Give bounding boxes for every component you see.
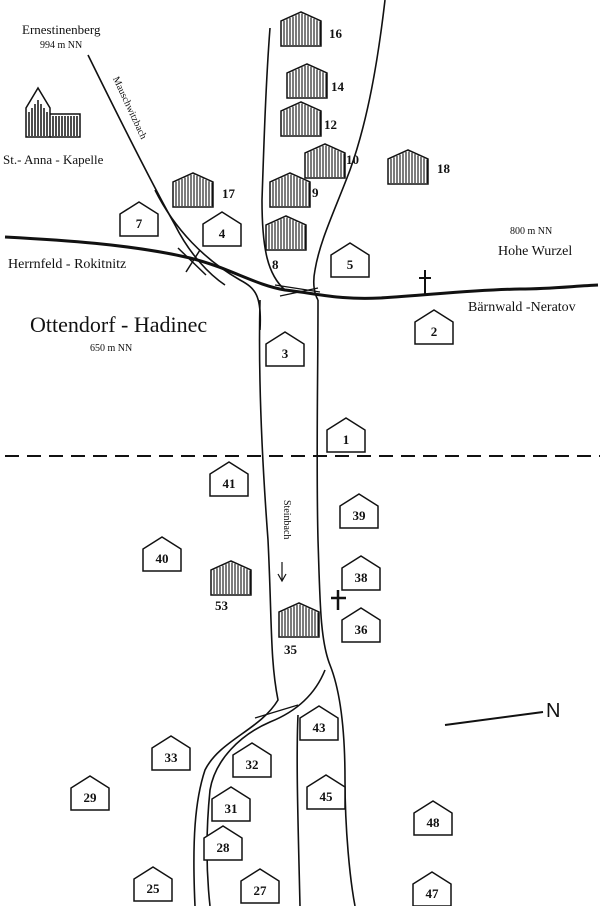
house-number-label: 32 <box>245 757 259 772</box>
house-number-label: 40 <box>155 551 169 566</box>
chapel-label: St.- Anna - Kapelle <box>3 152 104 167</box>
house-number-label: 38 <box>354 570 368 585</box>
house-number-label: 35 <box>284 642 297 657</box>
steinbach-east <box>316 299 356 906</box>
house-icon <box>413 800 453 836</box>
north-valley-east <box>312 0 386 301</box>
house-icon <box>299 705 339 741</box>
house-number-label: 53 <box>215 598 228 613</box>
chapel-icon <box>25 86 81 138</box>
lower-branch-east <box>296 714 301 906</box>
house-number-label: 43 <box>312 720 326 735</box>
village-elevation: 650 m NN <box>90 343 133 354</box>
crossing-mark-center <box>274 284 321 297</box>
ruin-house-icon <box>286 63 328 99</box>
house-icon <box>339 493 379 529</box>
house-icon <box>412 871 452 906</box>
house-icon <box>240 868 280 904</box>
ruin-house-icon <box>172 172 214 208</box>
ruin-house-icon <box>387 149 429 185</box>
cross-icon-hohe-wurzel <box>419 270 431 294</box>
house-number-label: 12 <box>324 117 337 132</box>
house-number-label: 48 <box>426 815 440 830</box>
house-number-label: 5 <box>346 257 354 272</box>
house-icon <box>209 461 249 497</box>
house-icon <box>341 555 381 591</box>
ruin-house-icon <box>265 215 307 251</box>
north-marker: N <box>546 700 561 722</box>
steinbach-label: Steinbach <box>281 500 292 540</box>
cross-icon-steinbach <box>331 590 346 610</box>
house-icon <box>70 775 110 811</box>
road-west-label: Herrnfeld - Rokitnitz <box>8 257 127 272</box>
house-icon <box>306 774 346 810</box>
main-road <box>4 235 599 300</box>
house-number-label: 14 <box>331 79 344 94</box>
steinbach-west <box>193 299 279 906</box>
house-number-label: 10 <box>346 152 359 167</box>
house-number-label: 29 <box>83 790 97 805</box>
house-icon <box>414 309 454 345</box>
house-icon <box>265 331 305 367</box>
road-east-label: Bärnwald -Neratov <box>468 300 576 315</box>
hohe-wurzel-label: Hohe Wurzel <box>498 244 573 259</box>
hohe-wurzel-elevation: 800 m NN <box>510 226 553 237</box>
house-icon <box>330 242 370 278</box>
house-number-label: 33 <box>164 750 178 765</box>
house-number-label: 39 <box>352 508 366 523</box>
house-number-label: 45 <box>319 789 333 804</box>
crossing-mark-lower <box>254 704 299 719</box>
house-icon <box>151 735 191 771</box>
house-number-label: 28 <box>216 840 230 855</box>
house-number-label: 17 <box>222 186 235 201</box>
house-icon <box>232 742 272 778</box>
ernestinenberg-elevation: 994 m NN <box>40 40 83 51</box>
house-icon <box>119 201 159 237</box>
house-number-label: 1 <box>342 432 350 447</box>
house-number-label: 9 <box>312 185 319 200</box>
house-number-label: 3 <box>281 346 289 361</box>
house-number-label: 47 <box>425 886 439 901</box>
crossing-mark-west <box>177 247 207 276</box>
house-icon <box>202 211 242 247</box>
flow-arrow-icon <box>277 562 287 583</box>
house-icon <box>133 866 173 902</box>
house-number-label: 8 <box>272 257 279 272</box>
northwest-path <box>154 189 262 331</box>
ruin-house-icon <box>269 172 311 208</box>
ruin-house-icon <box>280 101 322 137</box>
ruin-house-icon <box>210 560 252 596</box>
ernestinenberg-label: Ernestinenberg <box>22 22 101 37</box>
house-number-label: 18 <box>437 161 450 176</box>
house-number-label: 31 <box>224 801 238 816</box>
north-arrow-line <box>444 711 544 726</box>
house-icon <box>142 536 182 572</box>
house-icon <box>341 607 381 643</box>
house-number-label: 25 <box>146 881 160 896</box>
house-number-label: 2 <box>430 324 438 339</box>
north-valley-west <box>261 27 286 291</box>
house-icon <box>211 786 251 822</box>
house-number-label: 7 <box>135 216 143 231</box>
house-number-label: 41 <box>222 476 236 491</box>
house-icon <box>203 825 243 861</box>
house-number-label: 36 <box>354 622 368 637</box>
house-number-label: 4 <box>218 226 226 241</box>
ruin-house-icon <box>280 11 322 47</box>
ruin-house-icon <box>278 602 320 638</box>
house-number-label: 16 <box>329 26 342 41</box>
house-number-label: 27 <box>253 883 267 898</box>
village-title: Ottendorf - Hadinec <box>30 312 208 337</box>
house-icon <box>326 417 366 453</box>
ruin-house-icon <box>304 143 346 179</box>
